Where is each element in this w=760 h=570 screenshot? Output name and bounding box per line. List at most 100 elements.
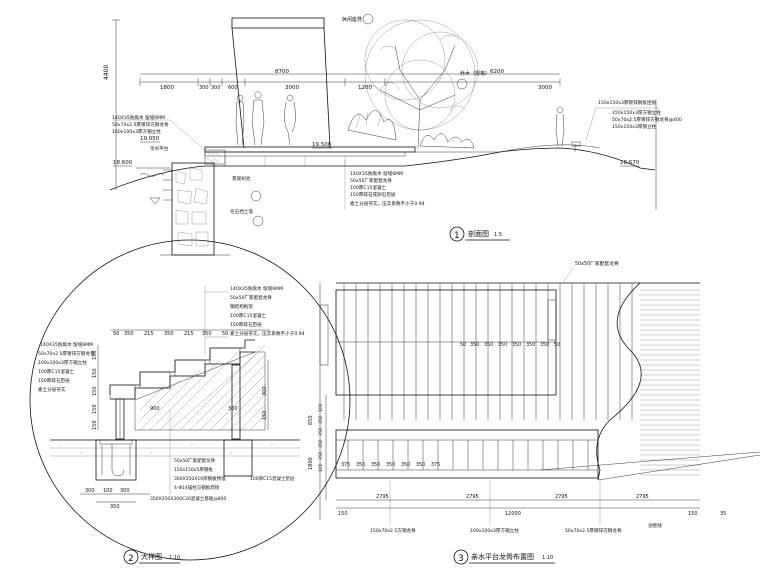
plan-lower-dim-2: 350: [356, 462, 365, 468]
section-dim-4: 600: [228, 85, 238, 91]
detail-bottom-callout-3: 300X350X10厚钢板预埋: [174, 475, 226, 482]
plan-lower-dim-5: 350: [401, 462, 410, 468]
section-dim-7: 3000: [538, 85, 552, 91]
section-total-1: 8700: [275, 69, 289, 75]
plan-bottom-dim-2: 2795: [466, 494, 479, 500]
detail-left-callout-2: 50x70x2.5厚镀锌方钢龙骨: [38, 350, 95, 357]
section-right-callout-1: 150x150x3厚方钢立柱: [612, 109, 661, 116]
elevation-3: 19.500: [312, 142, 332, 148]
plan-left-stack-3: 350: [318, 427, 324, 436]
detail-bottom-callouts: 50x50厂家配套龙骨 150x150x5厚钢板 300X350X10厚钢板预埋…: [150, 410, 227, 502]
detail-bottom-callout-2: 150x150x5厚钢板: [174, 466, 213, 473]
detail-left-callout-4: 100厚C15混凝土: [38, 368, 75, 375]
detail-bottom-dim-1: 300: [85, 488, 95, 494]
section-total-2: 6200: [490, 69, 504, 75]
detail-bottom-dim-4: 350: [110, 504, 120, 510]
section-height-dim: 4400: [103, 65, 110, 80]
plan-left-stack-6: 100: [318, 463, 324, 472]
detail-side-dim-5: 150: [92, 420, 98, 430]
plan-total-dim: 12000: [505, 511, 521, 517]
detail-drawing: 140X35防腐木 留缝6MM 50x50厂家配套龙骨 钢结构框架 100厚C1…: [29, 239, 351, 565]
detail-stair: [109, 339, 255, 400]
plan-inner-dim-2: 350: [470, 342, 479, 348]
detail-top-callout-6: 素土分层夯实，压实系数不小于0.94: [230, 330, 305, 337]
detail-concrete: [134, 344, 266, 431]
detail-side-dim-1: 150: [92, 350, 98, 360]
plan-edge-dim-3: 35: [720, 511, 726, 517]
plan-joists: [343, 283, 633, 420]
detail-top-dim-3: 215: [144, 331, 154, 337]
plan-lower-dim-4: 350: [386, 462, 395, 468]
detail-bottom-callout-1: 50x50厂家配套龙骨: [174, 457, 216, 464]
stone-wall: [160, 162, 230, 256]
tree-icon: [359, 19, 479, 149]
section-small-label: 休闲座凳: [342, 16, 362, 23]
section-scale: 1:5: [494, 232, 502, 238]
detail-inner-dim-4: 300: [228, 406, 238, 412]
plan-left-stack-1: 100: [318, 403, 324, 412]
section-mid-callout-1: 140X35防腐木 留缝6MM: [350, 170, 403, 177]
section-right-callout-3: 150x150x3厚钢立柱: [612, 123, 657, 130]
plan-top-label: 50x50厂家配套龙骨: [575, 260, 619, 267]
plan-left-dim-2: 1800: [308, 457, 314, 470]
plan-title: 亲水平台龙骨布置图: [471, 552, 534, 561]
detail-top-dim-4: 350: [164, 331, 174, 337]
plan-edge-dim-1: 150: [338, 511, 348, 517]
detail-bottom-dim-2: 100: [103, 488, 113, 494]
detail-top-callout-1: 140X35防腐木 留缝6MM: [230, 285, 283, 292]
section-left-callout-3: 100x100x3厚方钢立柱: [112, 128, 161, 135]
plan-bottom-callout-3: 50x70x2.5厚镀锌方钢龙骨: [565, 527, 622, 534]
detail-left-callout-1: 140X35防腐木 留缝6MM: [40, 341, 93, 348]
detail-left-callout-5: 150厚碎石垫层: [38, 377, 70, 384]
section-right-callout-2: 50x70x2.5厚镀锌方钢龙骨@400: [612, 116, 682, 123]
section-left-callouts: 140X35防腐木 留缝6MM 50x70x2.5厚镀锌方钢龙骨 100x100…: [112, 114, 206, 152]
plan-bottom-dim-4: 2795: [636, 494, 649, 500]
plan-bottom-callout-1: 150x70x2.5方钢龙骨: [370, 527, 416, 534]
detail-top-callout-4: 100厚C15混凝土: [230, 312, 267, 319]
plan-left-stack-5: 350: [318, 451, 324, 460]
plan-inner-dim-4: 350: [498, 342, 507, 348]
pool-edge: [596, 282, 700, 481]
detail-top-callout-3: 钢结构框架: [230, 303, 253, 310]
plan-lower-dim-7: 375: [431, 462, 440, 468]
detail-side-dim-4: 150: [92, 404, 98, 414]
detail-top-callout-5: 150厚碎石垫层: [230, 321, 262, 328]
detail-scale: 1:10: [169, 555, 180, 561]
plan-inner-dim-3: 350: [484, 342, 493, 348]
plan-edge-dim-2: 150: [688, 511, 698, 517]
section-dim-1: 1800: [160, 85, 174, 91]
plan-lower-dim-6: 350: [416, 462, 425, 468]
bench-note: 景观树池: [232, 175, 251, 182]
section-title-number: 1: [454, 231, 460, 241]
tree-note: 乔木（规格）: [460, 70, 490, 77]
plan-lower-dim-1: 375: [341, 462, 350, 468]
detail-top-dim-1: 50: [113, 331, 119, 337]
plan-corner-note: 池壁线: [648, 522, 662, 529]
plan-drawing: 50x50厂家配套龙骨 50 350 350 350 350 350 350 5…: [308, 260, 760, 565]
plan-title-number: 3: [458, 554, 464, 564]
detail-bottom-callout-5: 350X350X300C20混凝土基础@800: [150, 495, 227, 502]
detail-left-callouts: 140X35防腐木 留缝6MM 50x70x2.5厚镀锌方钢龙骨 100x100…: [38, 341, 95, 393]
plan-scale: 1:10: [542, 555, 553, 561]
detail-bottom-dim-3: 300: [120, 488, 130, 494]
plan-inner-dim-1: 50: [460, 342, 466, 348]
detail-top-dim-5: 215: [184, 331, 194, 337]
section-right-top-note: 150x150x3厚镀锌钢板连接: [598, 99, 656, 106]
section-dim-5: 3000: [285, 85, 299, 91]
plan-lower-dim-3: 350: [371, 462, 380, 468]
plan-lower-bars: [347, 440, 589, 470]
plan-bottom-dim-1: 2795: [376, 494, 389, 500]
detail-top-callout-2: 50x50厂家配套龙骨: [230, 294, 272, 301]
plan-bottom-dim-3: 2795: [555, 494, 568, 500]
section-title: 剖面图: [468, 229, 489, 238]
plan-inner-dim-8: 50: [554, 342, 560, 348]
section-mid-callout-5: 素土分层夯实，压实系数不小于0.94: [350, 200, 425, 207]
detail-left-callout-6: 素土分层夯实: [38, 386, 66, 393]
detail-inner-dim-3: 900: [150, 406, 160, 412]
detail-top-callouts: 140X35防腐木 留缝6MM 50x50厂家配套龙骨 钢结构框架 100厚C1…: [204, 285, 305, 355]
detail-title-number: 2: [128, 554, 134, 564]
wall-note: 毛石挡土墙: [230, 208, 253, 215]
plan-inner-dim-5: 350: [512, 342, 521, 348]
section-left-callout-2: 50x70x2.5厚镀锌方钢龙骨: [112, 121, 169, 128]
